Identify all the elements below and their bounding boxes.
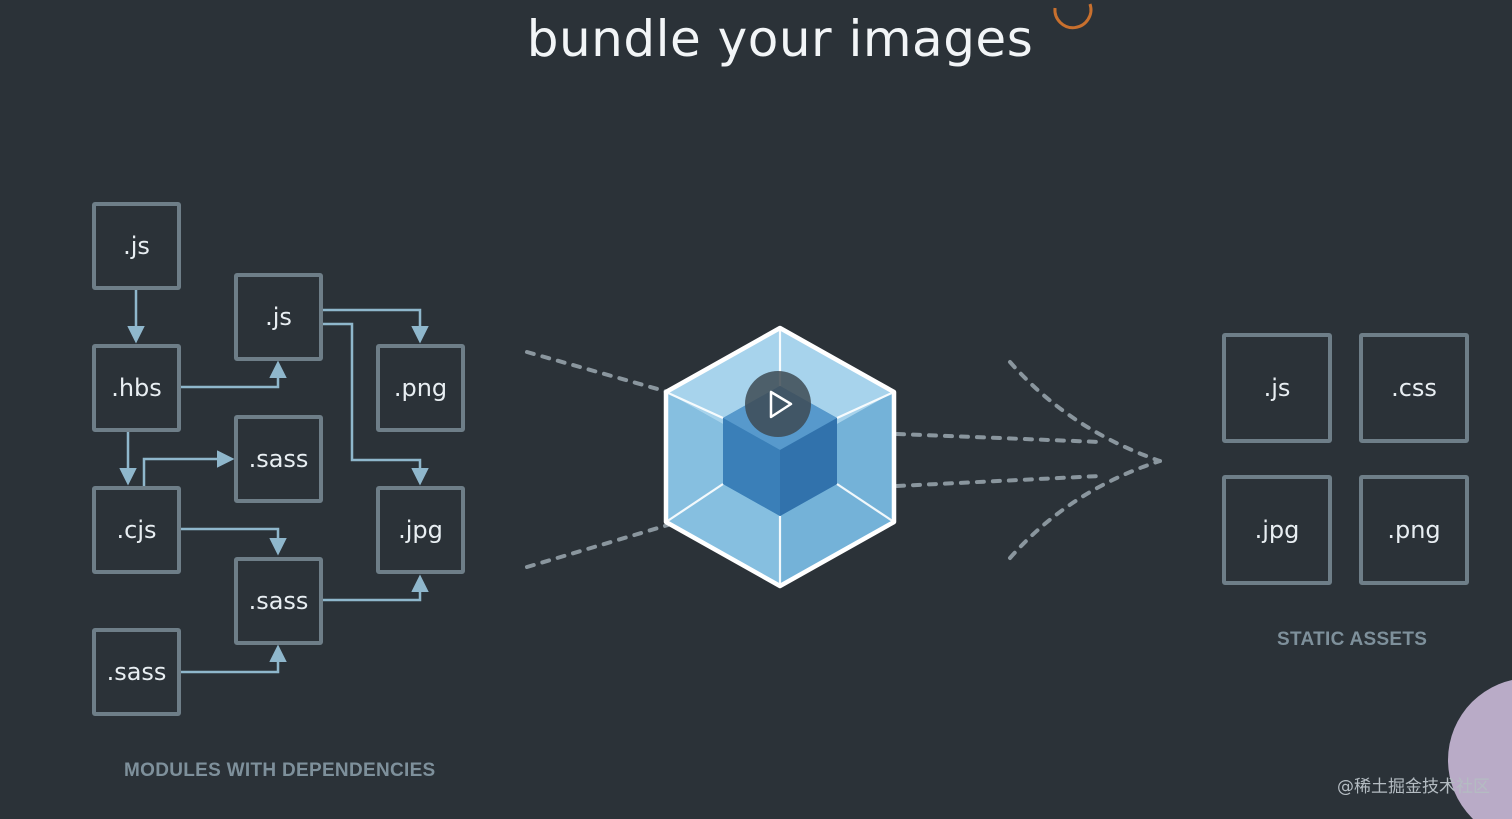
module-box: .jpg: [376, 486, 465, 574]
module-label: .jpg: [398, 516, 443, 544]
asset-box: .png: [1359, 475, 1469, 585]
asset-label: .jpg: [1254, 516, 1300, 544]
asset-label: .png: [1387, 516, 1441, 544]
module-label: .sass: [248, 445, 309, 473]
module-box: .cjs: [92, 486, 181, 574]
module-label: .sass: [248, 587, 309, 615]
module-box: .js: [234, 273, 323, 361]
asset-label: .js: [1263, 374, 1291, 402]
module-box: .hbs: [92, 344, 181, 432]
slide-title: bundle your images: [526, 10, 1034, 68]
module-box: .png: [376, 344, 465, 432]
module-label: .js: [123, 232, 150, 260]
module-label: .cjs: [116, 516, 157, 544]
module-label: .png: [393, 374, 448, 402]
asset-box: .jpg: [1222, 475, 1332, 585]
module-label: .sass: [106, 658, 167, 686]
module-label: .js: [265, 303, 292, 331]
modules-caption: MODULES WITH DEPENDENCIES: [124, 760, 436, 781]
module-label: .hbs: [111, 374, 162, 402]
watermark: @稀土掘金技术社区: [1337, 777, 1490, 797]
asset-box: .css: [1359, 333, 1469, 443]
module-box: .sass: [234, 415, 323, 503]
asset-label: .css: [1391, 374, 1437, 402]
module-box: .sass: [92, 628, 181, 716]
asset-box: .js: [1222, 333, 1332, 443]
module-box: .js: [92, 202, 181, 290]
assets-caption: STATIC ASSETS: [1277, 629, 1428, 650]
module-box: .sass: [234, 557, 323, 645]
